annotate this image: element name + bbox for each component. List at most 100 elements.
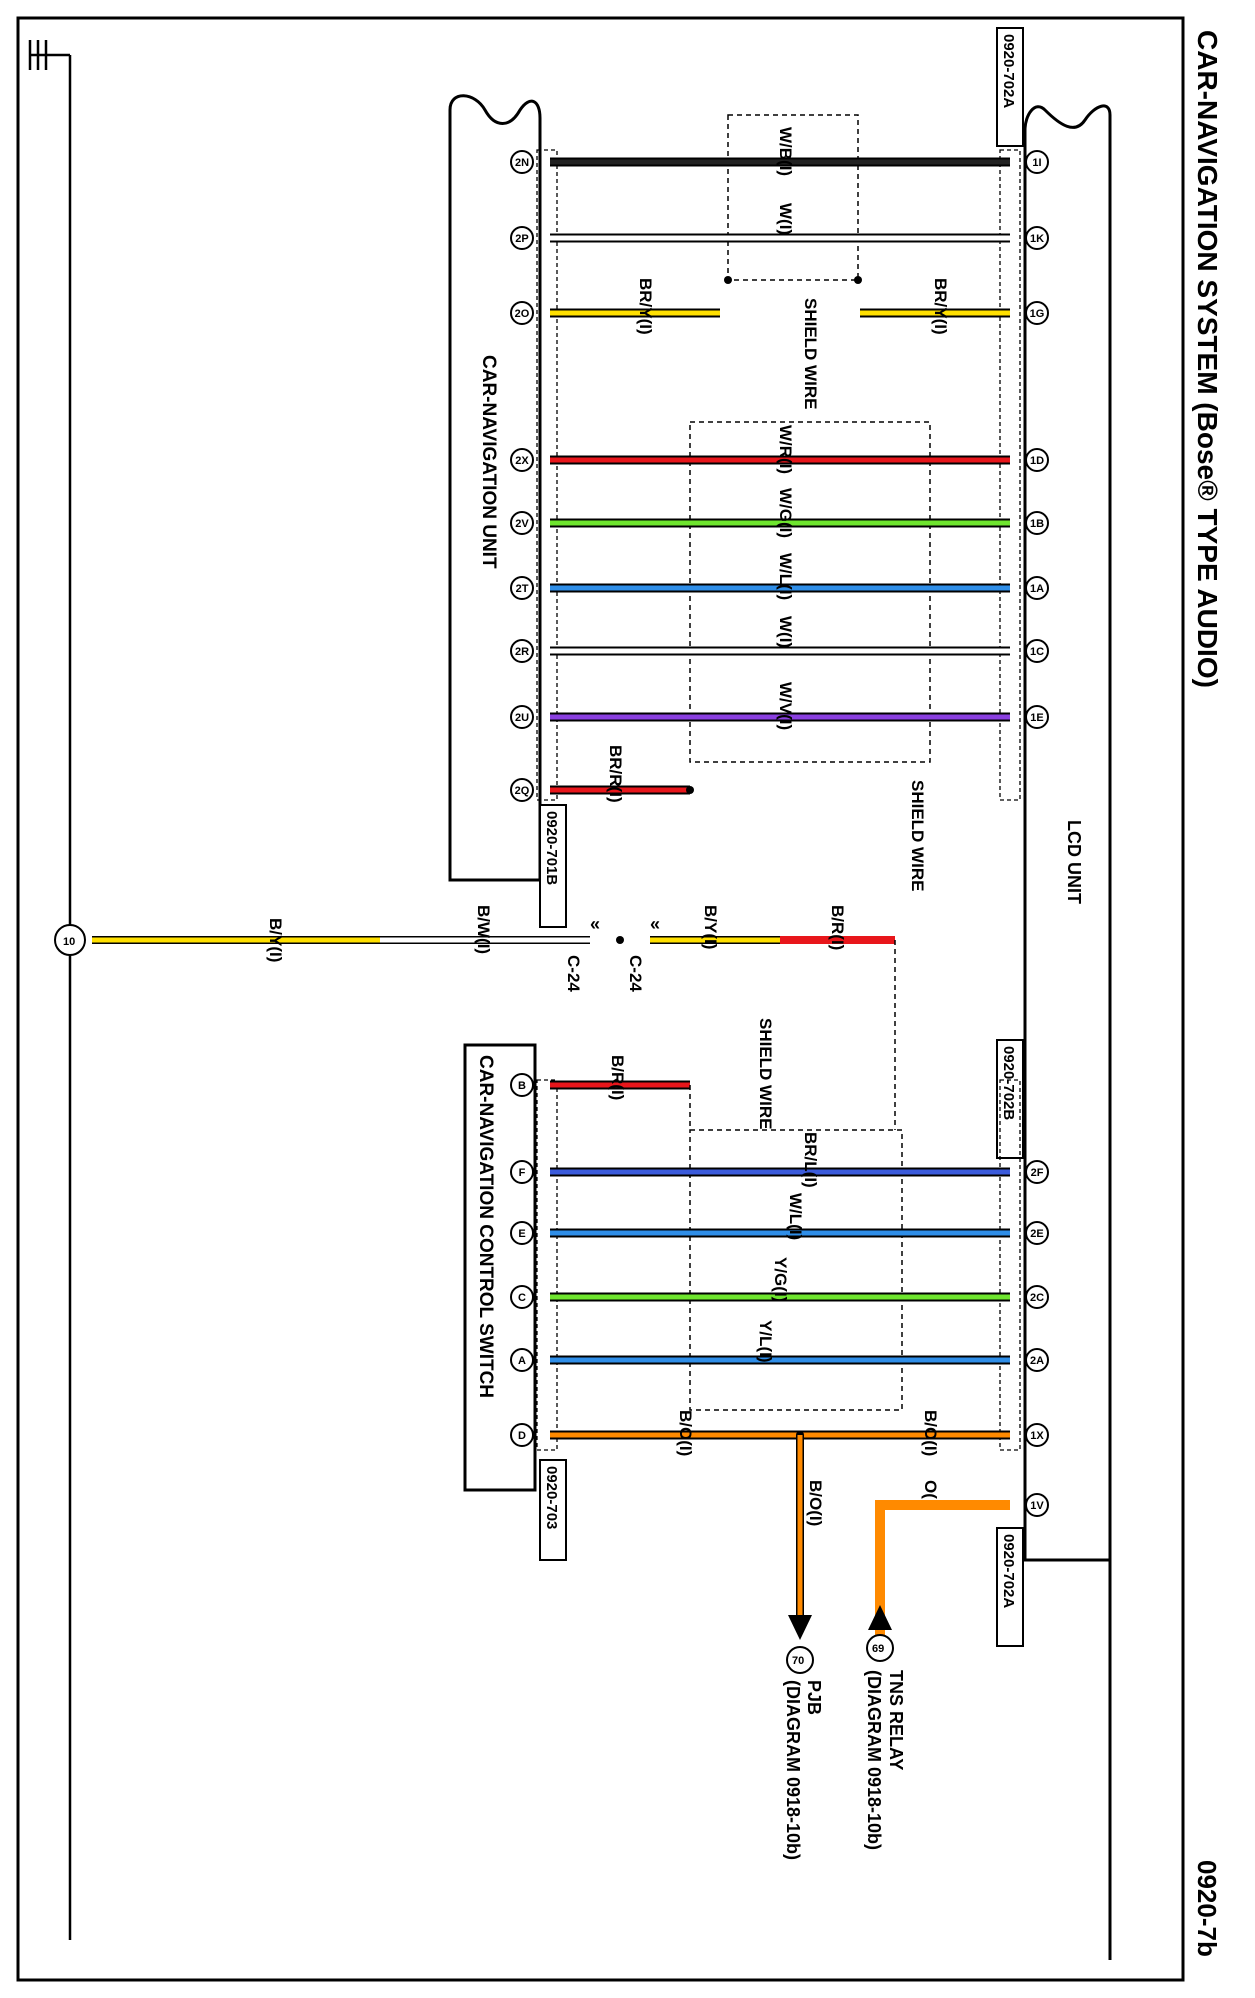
wire-label-left: B/O(I) (676, 1410, 695, 1456)
nav-wire-2N: W/B(I) 1I 2N (510, 127, 1049, 176)
svg-text:2E: 2E (1030, 1228, 1043, 1240)
svg-text:C: C (518, 1292, 526, 1304)
pin-1B: 1B (1025, 511, 1049, 535)
wire-label: Y/G(I) (771, 1257, 790, 1302)
control-switch-box: CAR-NAVIGATION CONTROL SWITCH (463, 1043, 537, 1492)
tns-name: TNS RELAY (886, 1670, 906, 1770)
wire-label: W(I) (776, 616, 795, 648)
pin-2U: 2U (510, 705, 534, 729)
pin-2O: 2O (510, 301, 534, 325)
switch-wire-A: Y/L(I) A 2A (510, 1320, 1049, 1372)
connector-outlines (536, 149, 1021, 1451)
svg-text:1I: 1I (1032, 157, 1041, 169)
pin-2Q: 2Q (510, 778, 534, 802)
page-border (16, 16, 1185, 1982)
switch-wire-E: W/L(I) E 2E (510, 1193, 1049, 1245)
nav-unit-box: CAR-NAVIGATION UNIT (448, 94, 542, 882)
nav-wires: W/B(I)1I2NW(I)1K2PBR/Y(I)BR/Y(I)1G2OW/R(… (510, 127, 1049, 803)
svg-text:F: F (519, 1167, 526, 1179)
wire-label: W/L(I) (786, 1193, 805, 1240)
pin-2V: 2V (510, 511, 534, 535)
wire-label-left: BR/Y(I) (636, 278, 655, 335)
connector-701b-label: 0920-701B (543, 811, 560, 885)
switch-wire-D: B/O(I) B/O(I) D 1X (510, 1410, 1049, 1456)
pin-1E: 1E (1025, 705, 1049, 729)
connector-tag-702b (996, 1039, 1024, 1159)
connector-tag-702a-top (996, 27, 1024, 147)
pin-A: A (510, 1348, 534, 1372)
wire-label: B/R(I) (608, 1055, 627, 1100)
pin-2X: 2X (510, 448, 534, 472)
wire-label-right: BR/Y(I) (931, 278, 950, 335)
wire-label: W/B(I) (776, 127, 795, 176)
nav-unit-label: CAR-NAVIGATION UNIT (478, 355, 499, 569)
svg-text:1V: 1V (1030, 1500, 1044, 1512)
switch-wire-1V: O(I)1V (921, 1480, 1049, 1517)
pin-F: F (510, 1160, 534, 1184)
c24-label-b: C-24 (626, 955, 645, 992)
pin-1D: 1D (1025, 448, 1049, 472)
svg-text:2V: 2V (515, 518, 529, 530)
shield-wire-label-3: SHIELD WIRE (756, 1018, 775, 1129)
pin-D: D (510, 1423, 534, 1447)
connector-702a-bottom-label: 0920-702A (1000, 1534, 1017, 1608)
lcd-unit-box: LCD UNIT (1023, 104, 1112, 1960)
page-code: 0920-7b (1192, 1860, 1222, 1957)
wire-label: W/L(I) (776, 553, 795, 600)
pin-1I: 1I (1025, 150, 1049, 174)
pin-2P: 2P (510, 226, 534, 250)
svg-text:A: A (518, 1355, 526, 1367)
gw-label-4: B/R(I) (828, 905, 847, 950)
wire-label: W/G(I) (776, 488, 795, 538)
pjb-node (786, 1646, 814, 1674)
svg-text:«: « (650, 914, 660, 934)
nav-wire-2V: W/G(I) 1B 2V (510, 488, 1049, 538)
connector-tag-702a-bottom (996, 1527, 1024, 1647)
lcd-unit-label: LCD UNIT (1064, 820, 1084, 904)
pin-2E: 2E (1025, 1221, 1049, 1245)
connector-tag-701b (539, 804, 567, 928)
pjb-ref: (DIAGRAM 0918-10b) (783, 1680, 803, 1860)
svg-text:D: D (518, 1430, 526, 1442)
wire-label: BR/R(I) (606, 745, 625, 803)
pjb-name: PJB (804, 1680, 824, 1715)
wire-label: W/R(I) (776, 425, 795, 474)
switch-wires: B/R(I) B BR/L(I) F 2F W/L(I) E 2E Y/G(I) C 2C Y/L(I… (510, 1055, 1049, 1517)
svg-text:«: « (590, 914, 600, 934)
wire-label: BR/L(I) (801, 1132, 820, 1188)
svg-text:1C: 1C (1030, 646, 1044, 658)
svg-text:2P: 2P (515, 233, 528, 245)
svg-text:2C: 2C (1030, 1292, 1044, 1304)
svg-text:1A: 1A (1030, 583, 1044, 595)
wire-label: Y/L(I) (756, 1320, 775, 1363)
svg-text:1X: 1X (1030, 1430, 1044, 1442)
shield-wire-label-2: SHIELD WIRE (908, 780, 927, 891)
pin-2F: 2F (1025, 1160, 1049, 1184)
ground-node-10 (54, 924, 86, 956)
wire-label-right: B/O(I) (921, 1410, 940, 1456)
page-title: CAR-NAVIGATION SYSTEM (Bose® TYPE AUDIO) (1192, 30, 1223, 688)
svg-text:E: E (518, 1228, 525, 1240)
svg-text:1E: 1E (1030, 712, 1043, 724)
ground-bus (28, 40, 72, 1940)
pin-1K: 1K (1025, 226, 1049, 250)
svg-text:2F: 2F (1031, 1167, 1044, 1179)
shield-wire-label-1: SHIELD WIRE (801, 298, 820, 409)
pin-1X: 1X (1025, 1423, 1049, 1447)
wire-label: W(I) (776, 203, 795, 235)
svg-text:2X: 2X (515, 455, 529, 467)
connector-tag-703 (539, 1459, 567, 1561)
svg-text:B: B (518, 1080, 526, 1092)
pin-1C: 1C (1025, 639, 1049, 663)
tns-ref: (DIAGRAM 0918-10b) (864, 1670, 884, 1850)
svg-text:2N: 2N (515, 157, 529, 169)
switch-wire-B: B/R(I) B (510, 1055, 691, 1130)
svg-text:69: 69 (872, 1643, 884, 1655)
pjb-output: 70 B/O(I) PJB (DIAGRAM 0918-10b) (783, 1435, 825, 1860)
svg-text:2A: 2A (1030, 1355, 1044, 1367)
pin-2C: 2C (1025, 1285, 1049, 1309)
